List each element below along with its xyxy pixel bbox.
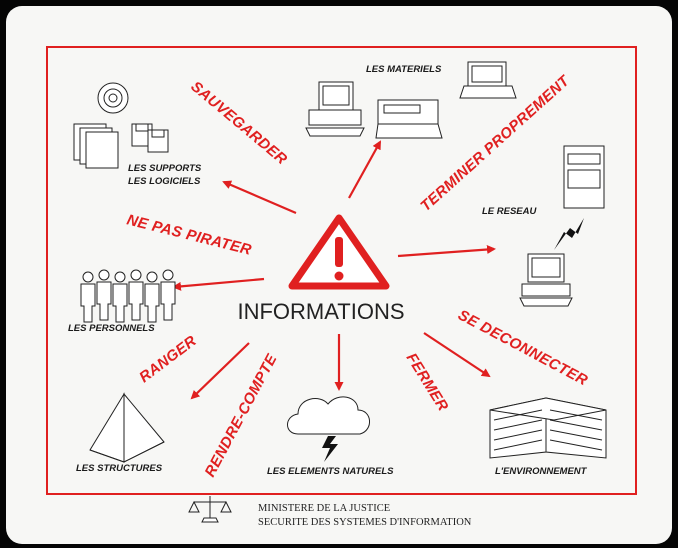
- action-ranger: RANGER: [136, 332, 200, 386]
- arrow-supports: [222, 180, 297, 215]
- arrow-structures: [190, 342, 250, 400]
- arrow-materiels: [348, 140, 381, 199]
- building-icon: [489, 397, 607, 459]
- label-elements: LES ELEMENTS NATURELS: [267, 466, 394, 477]
- network-icon: [519, 145, 605, 307]
- action-sauvegarder: SAUVEGARDER: [187, 78, 290, 168]
- action-pirater: NE PAS PIRATER: [125, 211, 253, 258]
- justice-scales-icon: [188, 496, 232, 523]
- label-supports-1: LES SUPPORTS: [128, 163, 202, 174]
- label-environnement: L'ENVIRONNEMENT: [495, 466, 588, 477]
- arrow-reseau: [397, 245, 496, 258]
- info-card: INFORMATIONS SAUVEGARDER TERMINER PROPRE…: [6, 6, 672, 544]
- action-rendre: RENDRE-COMPTE: [202, 351, 281, 480]
- label-reseau: LE RESEAU: [482, 206, 538, 217]
- red-frame: [46, 46, 637, 495]
- action-deconnecter: SE DECONNECTER: [455, 307, 590, 390]
- people-icon: [80, 269, 176, 323]
- computer-icon: [305, 61, 517, 139]
- disks-icon: [73, 82, 169, 169]
- pyramid-icon: [89, 392, 165, 463]
- footer-line-2: SECURITE DES SYSTEMES D'INFORMATION: [258, 517, 472, 528]
- label-personnels: LES PERSONNELS: [68, 323, 155, 334]
- action-fermer: FERMER: [403, 350, 452, 414]
- arrow-environnement: [423, 332, 491, 378]
- warning-icon: [288, 214, 390, 290]
- diagram: INFORMATIONS SAUVEGARDER TERMINER PROPRE…: [68, 61, 607, 528]
- arrows: [172, 140, 496, 400]
- footer-line-1: MINISTERE DE LA JUSTICE: [258, 503, 390, 514]
- center-label: INFORMATIONS: [237, 299, 404, 324]
- storm-icon: [287, 396, 370, 462]
- label-materiels: LES MATERIELS: [366, 64, 442, 75]
- arrow-personnels: [172, 277, 265, 291]
- label-supports-2: LES LOGICIELS: [128, 176, 201, 187]
- label-structures: LES STRUCTURES: [76, 463, 163, 474]
